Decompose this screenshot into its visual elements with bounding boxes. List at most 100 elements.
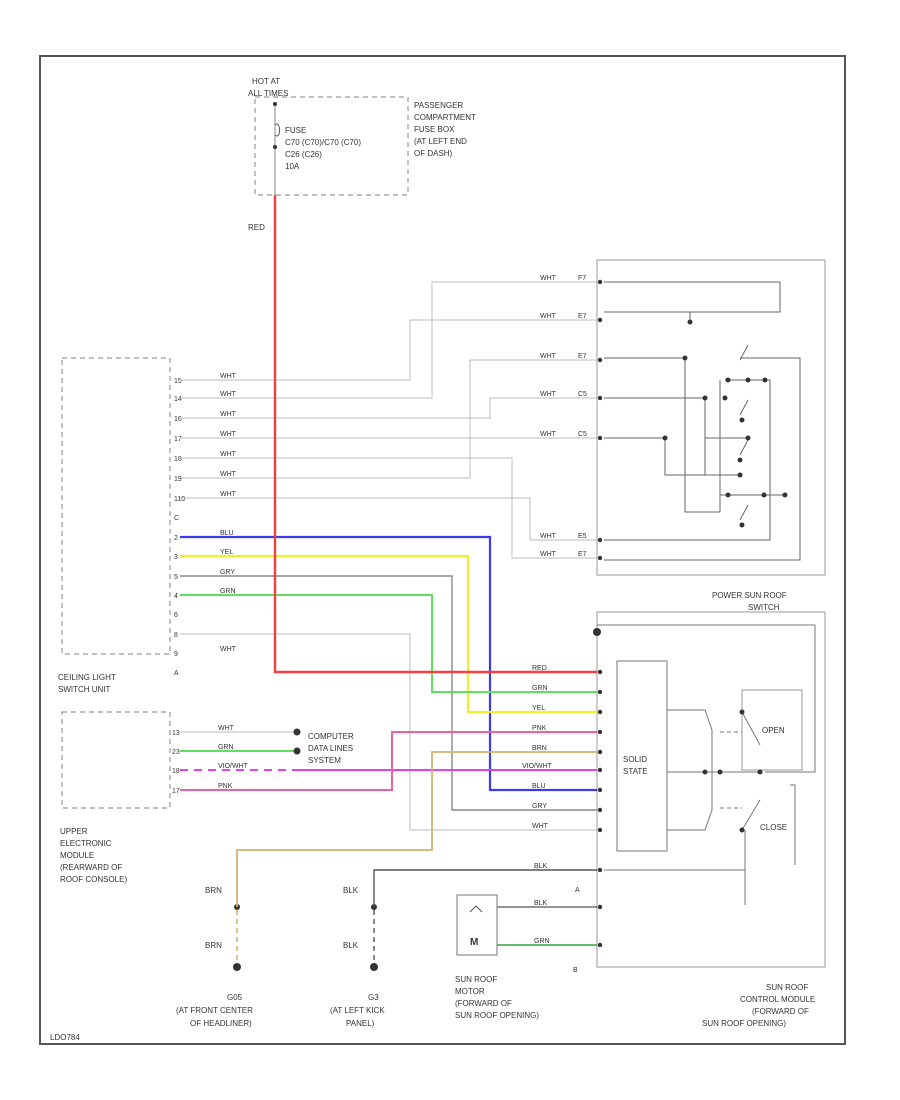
power-switch-name-1: POWER SUN ROOF xyxy=(712,591,787,600)
ceiling-pin: 14 xyxy=(174,396,182,403)
fuse-label-2: C70 (C70)/C70 (C70) xyxy=(285,138,361,147)
fuse-box-name-5: OF DASH) xyxy=(414,149,453,158)
power-pin-node xyxy=(597,827,603,833)
control-module-name-1: SUN ROOF xyxy=(766,983,808,992)
ceiling-pin: 15 xyxy=(174,378,182,385)
g05-ground-icon xyxy=(233,963,241,971)
hot-label-1: HOT AT xyxy=(252,77,280,86)
ceiling-wire-label: WHT xyxy=(220,373,237,380)
ceiling-wire-label: WHT xyxy=(220,411,237,418)
switch-pin: F7 xyxy=(578,275,586,282)
fuse-box-name-3: FUSE BOX xyxy=(414,125,455,134)
upper-module-name-1: UPPER xyxy=(60,827,88,836)
dlc-name-1: COMPUTER xyxy=(308,732,354,741)
motor-name-2: MOTOR xyxy=(455,987,485,996)
ceiling-wire-label: GRY xyxy=(220,569,235,576)
switch-wire-label: WHT xyxy=(540,353,557,360)
fuse-label-4: 10A xyxy=(285,162,300,171)
switch-block-nodes xyxy=(662,319,788,528)
upper-pin: 13 xyxy=(172,730,180,737)
upper-module-name-5: ROOF CONSOLE) xyxy=(60,875,127,884)
power-wire-label: BRN xyxy=(532,745,547,752)
ceiling-pin: 4 xyxy=(174,593,178,600)
power-wire-label: GRY xyxy=(532,803,547,810)
control-module-name-3: (FORWARD OF xyxy=(752,1007,809,1016)
g05-wire-top-label: BRN xyxy=(205,886,222,895)
power-wire-label: RED xyxy=(532,665,547,672)
switch-wire-label: WHT xyxy=(540,391,557,398)
fuse-box-outline xyxy=(254,96,409,196)
fuse-box-name-1: PASSENGER xyxy=(414,101,463,110)
fuse-box-name-4: (AT LEFT END xyxy=(414,137,467,146)
g05-name-1: G05 xyxy=(227,993,243,1002)
switch-pin: E7 xyxy=(578,313,587,320)
switch-pin: C5 xyxy=(578,431,587,438)
fuse-terminal-top xyxy=(273,102,277,106)
g03-wire-top-label: BLK xyxy=(343,886,359,895)
wire-um-pnk xyxy=(180,731,597,791)
upper-pin: 17 xyxy=(172,788,180,795)
switch-pin: E7 xyxy=(578,551,587,558)
control-pin-node xyxy=(597,904,603,910)
g03-wire-bottom-label: BLK xyxy=(343,941,359,950)
motor-box xyxy=(456,894,498,956)
control-pin-node xyxy=(597,867,603,873)
ceiling-wire-label: GRN xyxy=(220,588,236,595)
power-wire-label: WHT xyxy=(532,823,549,830)
upper-pin: 23 xyxy=(172,749,180,756)
upper-module-name-2: ELECTRONIC xyxy=(60,839,112,848)
power-wire-label: YEL xyxy=(532,705,545,712)
power-wire-label: GRN xyxy=(532,685,548,692)
solid-state-label-2: STATE xyxy=(623,767,648,776)
motor-symbol-icon: M xyxy=(470,937,478,948)
upper-wire-label: VIO/WHT xyxy=(218,763,249,770)
ceiling-pin: 9 xyxy=(174,651,178,658)
dlc-name-2: DATA LINES xyxy=(308,744,353,753)
close-label: CLOSE xyxy=(760,823,787,832)
wire-blk xyxy=(373,869,597,907)
ceiling-pin: 6 xyxy=(174,612,178,619)
switch-pin: C5 xyxy=(578,391,587,398)
open-label: OPEN xyxy=(762,726,785,735)
power-wire-label: PNK xyxy=(532,725,547,732)
upper-wire-label: PNK xyxy=(218,783,233,790)
ceiling-pin: 3 xyxy=(174,554,178,561)
switch-pin-node xyxy=(597,357,603,363)
ceiling-wire-label: WHT xyxy=(220,646,237,653)
switch-pin-node xyxy=(597,395,603,401)
power-switch-internal xyxy=(597,624,816,905)
upper-module-outline xyxy=(61,711,171,809)
switch-wire-label: WHT xyxy=(540,313,557,320)
upper-pin: 18 xyxy=(172,768,180,775)
power-switch-splice xyxy=(593,628,601,636)
ceiling-pin: 8 xyxy=(174,632,178,639)
wire-grn xyxy=(180,594,597,693)
switch-mech-box xyxy=(741,689,803,771)
power-switch-name-2: SWITCH xyxy=(748,603,780,612)
power-pin-node xyxy=(597,767,603,773)
ceiling-unit-pins: 15WHT14WHT16WHT17WHT18WHT19WHT110WHTC2BL… xyxy=(174,373,237,677)
ceiling-pin: 110 xyxy=(174,496,185,503)
power-pin-node xyxy=(597,807,603,813)
wires xyxy=(180,195,597,907)
wire-wht-16 xyxy=(180,397,597,419)
ceiling-pin: A xyxy=(174,670,179,677)
power-pin-node xyxy=(597,689,603,695)
wire-yel xyxy=(180,554,597,714)
power-pin-node xyxy=(597,709,603,715)
wire-wht-110 xyxy=(180,497,597,541)
solid-state-label-1: SOLID xyxy=(623,755,647,764)
ceiling-pin: 16 xyxy=(174,416,182,423)
switch-wire-label: WHT xyxy=(540,275,557,282)
fuse-terminal-bottom xyxy=(273,145,277,149)
power-pin-node xyxy=(597,729,603,735)
power-pin-node xyxy=(597,787,603,793)
ceiling-wire-label: WHT xyxy=(220,391,237,398)
ceiling-pin: 19 xyxy=(174,476,182,483)
g03-name-1: G3 xyxy=(368,993,379,1002)
control-pin-a: A xyxy=(575,887,580,894)
ceiling-wire-label: WHT xyxy=(220,491,237,498)
